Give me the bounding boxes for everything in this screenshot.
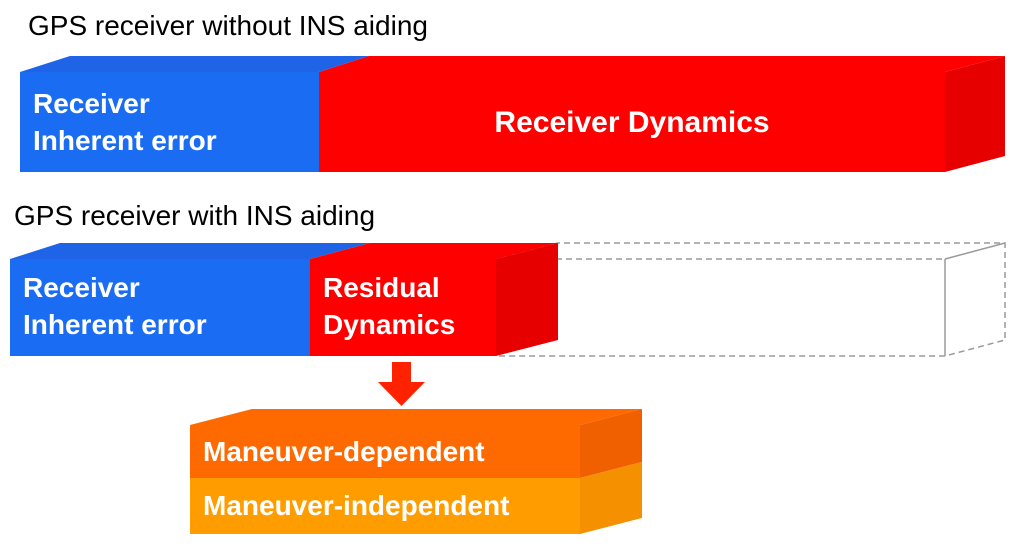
receiver-dynamics-side-face	[945, 56, 1005, 172]
maneuver-independent-side-face	[580, 462, 642, 534]
bar-with-aiding	[10, 242, 1006, 357]
maneuver-dependent-side-face	[580, 409, 642, 478]
residual-breakdown-box	[190, 409, 642, 534]
inherent-error-block	[20, 72, 319, 172]
heading-without-aiding: GPS receiver without INS aiding	[28, 10, 428, 41]
residual-dynamics-top-face	[310, 243, 558, 259]
inherent-error-block	[10, 259, 310, 356]
inherent-error-top-face	[10, 243, 370, 259]
maneuver-independent-label: Maneuver-independent	[203, 490, 510, 521]
residual-dynamics-label: Residual Dynamics	[323, 269, 455, 343]
inherent-error-label: Receiver Inherent error	[33, 85, 217, 159]
dashed-outline-edge	[944, 242, 1006, 260]
label-line: Receiver	[23, 272, 140, 303]
bar-without-aiding	[20, 56, 1005, 172]
label-line: Receiver	[33, 88, 150, 119]
inherent-error-label: Receiver Inherent error	[23, 269, 207, 343]
maneuver-dependent-block	[190, 425, 580, 478]
maneuver-dependent-top-face	[190, 409, 642, 425]
dashed-eliminated-dynamics-outline	[495, 242, 1006, 357]
label-line: Inherent error	[23, 309, 207, 340]
receiver-dynamics-block	[319, 72, 945, 172]
maneuver-dependent-label: Maneuver-dependent	[203, 436, 485, 467]
receiver-dynamics-label: Receiver Dynamics	[494, 106, 770, 139]
label-line: Inherent error	[33, 125, 217, 156]
maneuver-independent-block	[190, 478, 580, 534]
residual-dynamics-block	[310, 259, 496, 356]
down-arrow-icon	[378, 362, 425, 406]
inherent-error-top-face	[20, 56, 369, 72]
heading-with-aiding: GPS receiver with INS aiding	[14, 200, 376, 231]
label-line: Residual	[323, 272, 440, 303]
label-line: Dynamics	[323, 309, 456, 340]
residual-dynamics-side-face	[496, 243, 558, 356]
receiver-dynamics-top-face	[319, 56, 1005, 72]
